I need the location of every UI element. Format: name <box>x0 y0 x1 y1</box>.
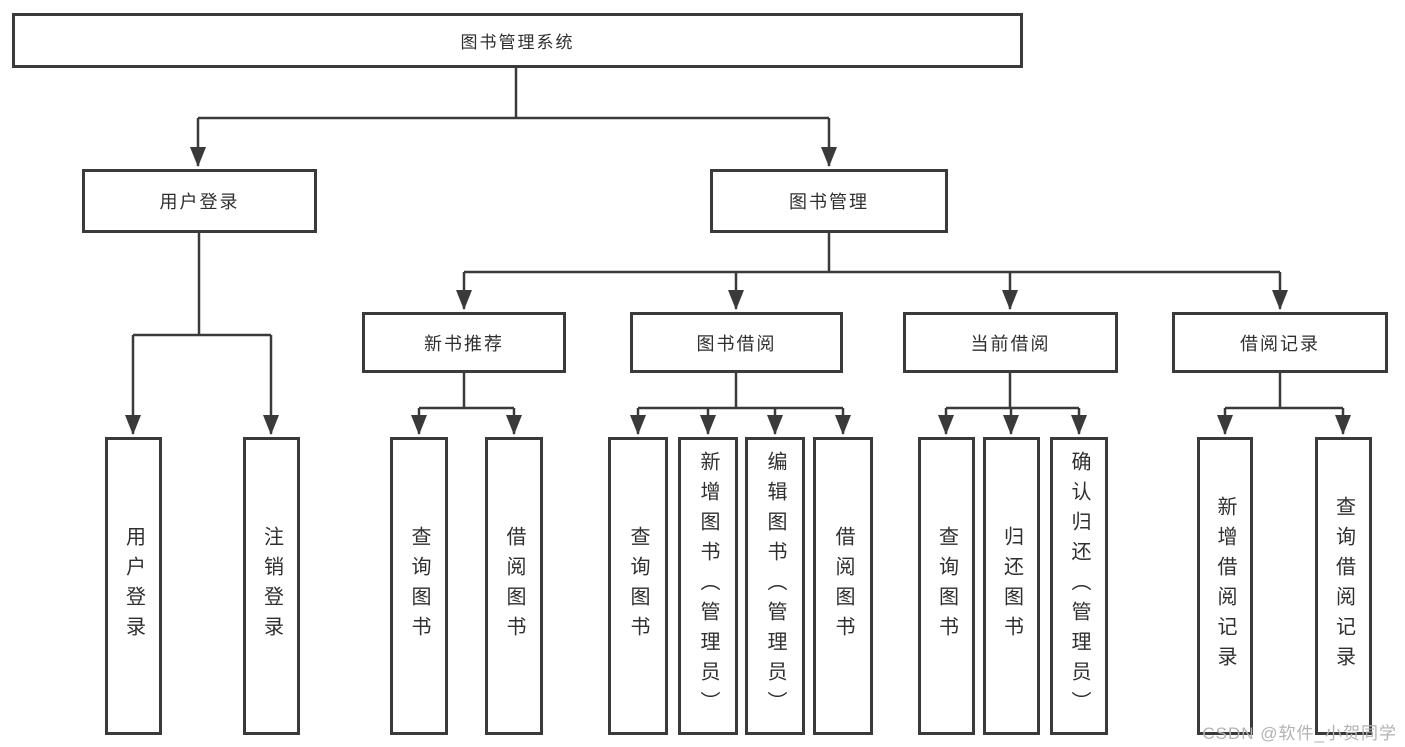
node-book-borrowing: 图书借阅 <box>630 312 843 373</box>
node-leaf-cb-query-label: 查询图书 <box>935 526 958 646</box>
node-leaf-user-login: 用户登录 <box>105 437 162 735</box>
node-leaf-bb-add-label: 新增图书（管理员） <box>697 451 719 721</box>
node-leaf-cb-return-label: 归还图书 <box>1000 526 1023 646</box>
node-leaf-logout-label: 注销登录 <box>260 526 283 646</box>
node-current-borrow-label: 当前借阅 <box>970 333 1051 354</box>
csdn-watermark: CSDN @软件_小贺同学 <box>1202 724 1397 743</box>
node-leaf-bb-edit-books-admin: 编辑图书（管理员） <box>745 437 805 735</box>
node-leaf-bb-query-label: 查询图书 <box>627 526 649 646</box>
node-leaf-cb-confirm-return-admin: 确认归还（管理员） <box>1050 437 1108 735</box>
node-leaf-br-query-record: 查询借阅记录 <box>1315 437 1372 735</box>
node-leaf-nbr-borrow-books: 借阅图书 <box>485 437 543 735</box>
node-leaf-bb-query-books: 查询图书 <box>608 437 668 735</box>
node-leaf-nbr-query-label: 查询图书 <box>408 526 430 646</box>
node-leaf-bb-edit-label: 编辑图书（管理员） <box>764 451 786 721</box>
node-user-login: 用户登录 <box>82 169 317 233</box>
node-root-label: 图书管理系统 <box>460 33 575 52</box>
node-borrowing-records: 借阅记录 <box>1172 312 1388 373</box>
node-current-borrowing: 当前借阅 <box>903 312 1118 373</box>
node-root: 图书管理系统 <box>12 13 1023 68</box>
node-leaf-nbr-query-books: 查询图书 <box>390 437 448 735</box>
node-leaf-user-login-label: 用户登录 <box>122 526 145 646</box>
node-book-management: 图书管理 <box>710 169 948 233</box>
node-leaf-logout: 注销登录 <box>243 437 300 735</box>
node-leaf-cb-query-books: 查询图书 <box>918 437 975 735</box>
node-leaf-cb-confirm-label: 确认归还（管理员） <box>1068 451 1090 721</box>
node-leaf-br-add-label: 新增借阅记录 <box>1214 496 1236 676</box>
node-user-login-label: 用户登录 <box>159 192 240 212</box>
node-leaf-nbr-borrow-label: 借阅图书 <box>503 526 525 646</box>
node-leaf-br-add-record: 新增借阅记录 <box>1197 437 1253 735</box>
node-book-management-label: 图书管理 <box>789 192 869 212</box>
node-leaf-bb-borrow-label: 借阅图书 <box>832 526 854 646</box>
node-leaf-cb-return-books: 归还图书 <box>983 437 1040 735</box>
node-leaf-br-query-label: 查询借阅记录 <box>1332 496 1355 676</box>
node-leaf-bb-add-books-admin: 新增图书（管理员） <box>678 437 738 735</box>
node-borrow-records-label: 借阅记录 <box>1240 333 1320 354</box>
node-book-borrow-label: 图书借阅 <box>696 333 777 354</box>
node-new-book-recommendation: 新书推荐 <box>362 312 566 373</box>
node-new-book-rec-label: 新书推荐 <box>424 333 504 354</box>
node-leaf-bb-borrow-books: 借阅图书 <box>813 437 873 735</box>
